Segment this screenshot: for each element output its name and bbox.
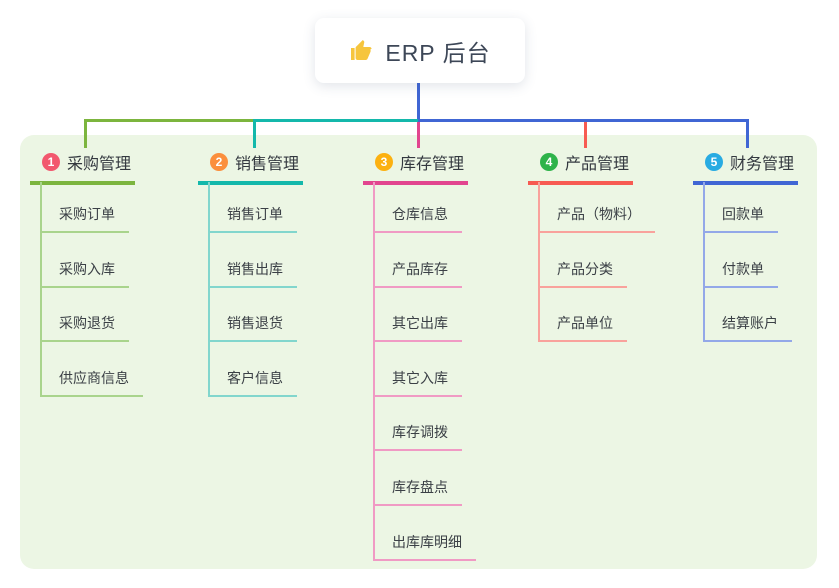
branch-label: 库存管理 (400, 156, 465, 173)
branch-label: 销售管理 (235, 156, 300, 173)
root-title: ERP 后台 (385, 39, 491, 66)
branch-header[interactable]: 2 销售管理 (198, 148, 303, 185)
sub-item[interactable]: 供应商信息 (42, 342, 143, 397)
sub-item[interactable]: 产品库存 (375, 233, 462, 288)
branch-number-badge: 5 (705, 153, 723, 171)
connector-drop-branch2 (253, 119, 256, 148)
branch: 2 销售管理 销售订单销售出库销售退货客户信息 (198, 148, 303, 397)
branch-header[interactable]: 5 财务管理 (693, 148, 798, 185)
sub-item[interactable]: 产品分类 (540, 233, 627, 288)
sub-item[interactable]: 产品（物料） (540, 182, 655, 233)
connector-drop-branch3 (417, 122, 420, 148)
branch: 5 财务管理 回款单付款单结算账户 (693, 148, 798, 343)
thumbs-up-icon (349, 39, 373, 63)
sub-item[interactable]: 销售退货 (210, 288, 297, 343)
branch-header[interactable]: 1 采购管理 (30, 148, 135, 185)
branch-label: 产品管理 (565, 156, 630, 173)
sub-item[interactable]: 库存调拨 (375, 397, 462, 452)
branch-number-badge: 4 (540, 153, 558, 171)
sub-item[interactable]: 销售出库 (210, 233, 297, 288)
branch-number-badge: 2 (210, 153, 228, 171)
sub-item[interactable]: 采购入库 (42, 233, 129, 288)
branch-items: 仓库信息产品库存其它出库其它入库库存调拨库存盘点出库库明细 (373, 182, 476, 561)
sub-item[interactable]: 产品单位 (540, 288, 627, 343)
sub-item[interactable]: 付款单 (705, 233, 778, 288)
sub-item[interactable]: 其它入库 (375, 342, 462, 397)
sub-item[interactable]: 采购订单 (42, 182, 129, 233)
connector-drop-branch4 (584, 122, 587, 148)
branch-items: 产品（物料）产品分类产品单位 (538, 182, 655, 343)
branch-number-badge: 1 (42, 153, 60, 171)
branch-items: 回款单付款单结算账户 (703, 182, 792, 343)
branch-header[interactable]: 3 库存管理 (363, 148, 468, 185)
branch-number-badge: 3 (375, 153, 393, 171)
branch: 3 库存管理 仓库信息产品库存其它出库其它入库库存调拨库存盘点出库库明细 (363, 148, 476, 561)
root-connector-line (417, 82, 420, 122)
connector-horizontal-right (418, 119, 749, 122)
branch-items: 销售订单销售出库销售退货客户信息 (208, 182, 297, 397)
mindmap-canvas (20, 135, 817, 569)
connector-drop-branch1 (84, 119, 87, 148)
root-node[interactable]: ERP 后台 (315, 18, 525, 83)
connector-horizontal-branch2 (253, 119, 418, 122)
sub-item[interactable]: 出库库明细 (375, 506, 476, 561)
branch-items: 采购订单采购入库采购退货供应商信息 (40, 182, 143, 397)
sub-item[interactable]: 其它出库 (375, 288, 462, 343)
branch: 1 采购管理 采购订单采购入库采购退货供应商信息 (30, 148, 143, 397)
sub-item[interactable]: 结算账户 (705, 288, 792, 343)
connector-horizontal-branch1 (84, 119, 253, 122)
branch-label: 财务管理 (730, 156, 795, 173)
sub-item[interactable]: 采购退货 (42, 288, 129, 343)
branch-label: 采购管理 (67, 156, 132, 173)
branch: 4 产品管理 产品（物料）产品分类产品单位 (528, 148, 655, 343)
sub-item[interactable]: 回款单 (705, 182, 778, 233)
sub-item[interactable]: 仓库信息 (375, 182, 462, 233)
sub-item[interactable]: 库存盘点 (375, 451, 462, 506)
connector-drop-branch5 (746, 119, 749, 148)
sub-item[interactable]: 销售订单 (210, 182, 297, 233)
sub-item[interactable]: 客户信息 (210, 342, 297, 397)
branch-header[interactable]: 4 产品管理 (528, 148, 633, 185)
